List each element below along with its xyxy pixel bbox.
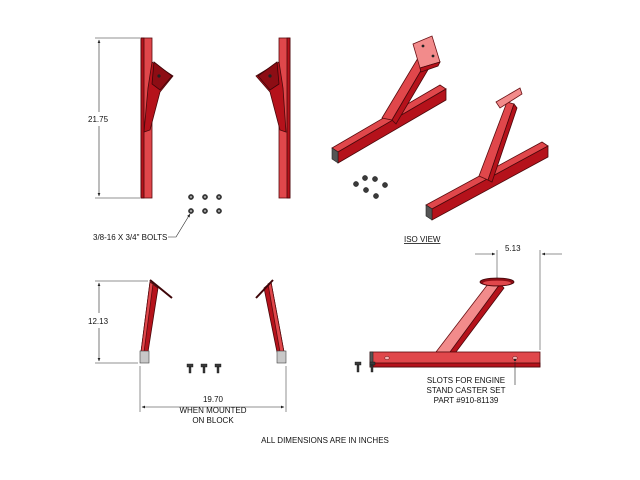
slots-callout-line3: PART #910-81139 (434, 396, 499, 405)
elevation-view-stand (369, 277, 541, 368)
side-view-bolts (186, 363, 222, 374)
width-when-mounted-label: WHEN MOUNTED (179, 406, 246, 415)
dimension-width: 19.70 WHEN MOUNTED ON BLOCK (139, 366, 287, 425)
front-view-left-bracket (140, 37, 174, 199)
width-on-block-label: ON BLOCK (192, 416, 234, 425)
dimension-label-21-75: 21.75 (88, 115, 109, 124)
slots-callout: SLOTS FOR ENGINE STAND CASTER SET PART #… (427, 358, 517, 405)
bolt-spec-callout: 3/8-16 X 3/4" BOLTS (93, 213, 191, 242)
dimension-label-12-13: 12.13 (88, 317, 109, 326)
iso-view-left-stand (331, 35, 447, 164)
bolt-spec-label: 3/8-16 X 3/4" BOLTS (93, 233, 167, 242)
bolt-set-top-view (188, 194, 222, 214)
width-value-label: 19.70 (203, 395, 224, 404)
dimension-offset: 5.13 (475, 244, 562, 350)
dimension-height-side: 12.13 (88, 280, 148, 364)
slots-callout-line1: SLOTS FOR ENGINE (427, 376, 505, 385)
front-view-right-bracket (255, 37, 291, 199)
dimension-height-front: 21.75 (88, 37, 140, 199)
iso-view-label: ISO VIEW (404, 235, 441, 244)
iso-view-bolts (353, 175, 388, 199)
slots-callout-line2: STAND CASTER SET (427, 386, 506, 395)
offset-dimension-label: 5.13 (505, 244, 521, 253)
units-note: ALL DIMENSIONS ARE IN INCHES (261, 436, 389, 445)
elevation-view-bolts (354, 361, 376, 373)
side-view-left-leg (139, 279, 173, 364)
side-view-right-leg (255, 279, 287, 364)
iso-view-right-stand (425, 87, 549, 221)
